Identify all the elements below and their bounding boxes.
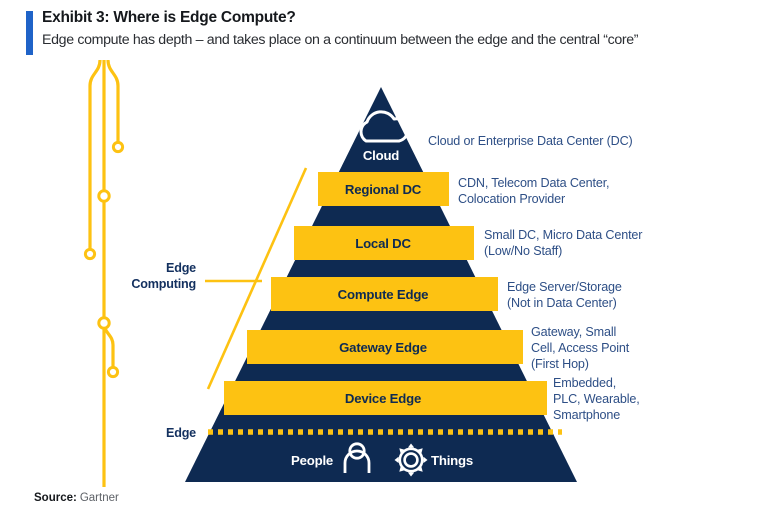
pyramid-label-regional-dc: Regional DC xyxy=(345,182,422,197)
annotation-gateway-edge-line2: Cell, Access Point xyxy=(531,341,630,355)
circuit-nodes xyxy=(83,140,125,379)
pyramid-band-local-dc xyxy=(294,226,474,260)
pyramid-label-compute-edge: Compute Edge xyxy=(338,287,429,302)
exhibit-header: Exhibit 3: Where is Edge Compute? Edge c… xyxy=(0,0,768,62)
pyramid-label-device-edge: Device Edge xyxy=(345,391,421,406)
annotation-device-edge-line1: Embedded, xyxy=(553,376,616,390)
pyramid-band-device-edge xyxy=(224,381,547,415)
circuit-trace-right xyxy=(106,59,120,143)
annotation-gateway-edge-line3: (First Hop) xyxy=(531,357,589,371)
annotation-device-edge-line2: PLC, Wearable, xyxy=(553,392,640,406)
pyramid-label-gateway-edge: Gateway Edge xyxy=(339,340,427,355)
annotation-compute-edge-line2: (Not in Data Center) xyxy=(507,296,617,310)
cloud-icon xyxy=(359,110,410,143)
circuit-trace-left xyxy=(88,59,102,250)
edge-computing-diagonal-line xyxy=(206,167,308,390)
page-subtitle: Edge compute has depth – and takes place… xyxy=(42,32,639,48)
gear-icon xyxy=(394,443,428,477)
circuit-node-lower-center xyxy=(97,316,111,330)
base-label-people: People xyxy=(291,453,333,468)
base-label-things: Things xyxy=(431,453,473,468)
side-label-edge: Edge xyxy=(166,426,196,440)
annotation-device-edge-line3: Smartphone xyxy=(553,408,620,422)
pyramid-band-regional-dc xyxy=(318,172,449,206)
circuit-node-mid-center xyxy=(97,189,111,203)
header-accent-bar xyxy=(26,11,33,55)
circuit-node-upper-right xyxy=(111,140,125,154)
circuit-decoration xyxy=(88,59,120,487)
side-label-edge-computing-line1: Edge xyxy=(166,261,196,275)
annotation-local-dc-line1: Small DC, Micro Data Center xyxy=(484,228,642,242)
circuit-node-lower-right xyxy=(106,365,120,379)
annotation-regional-dc-line1: CDN, Telecom Data Center, xyxy=(458,176,609,190)
annotation-gateway-edge-line1: Gateway, Small xyxy=(531,325,616,339)
side-label-edge-computing-line2: Computing xyxy=(131,277,196,291)
annotation-local-dc-line2: (Low/No Staff) xyxy=(484,244,562,258)
page-title: Exhibit 3: Where is Edge Compute? xyxy=(42,9,296,26)
pyramid-band-compute-edge xyxy=(271,277,498,311)
annotation-cloud-line1: Cloud or Enterprise Data Center (DC) xyxy=(428,134,633,148)
pyramid-label-cloud: Cloud xyxy=(363,148,399,163)
source-line: Source:Gartner xyxy=(34,492,119,504)
circuit-node-mid-left xyxy=(83,247,97,261)
source-label: Source: xyxy=(34,492,77,504)
annotation-regional-dc-line2: Colocation Provider xyxy=(458,192,565,206)
person-icon xyxy=(343,442,371,473)
pyramid-label-local-dc: Local DC xyxy=(355,236,411,251)
annotation-compute-edge-line1: Edge Server/Storage xyxy=(507,280,622,294)
pyramid-band-gateway-edge xyxy=(247,330,523,364)
source-value: Gartner xyxy=(79,492,119,504)
